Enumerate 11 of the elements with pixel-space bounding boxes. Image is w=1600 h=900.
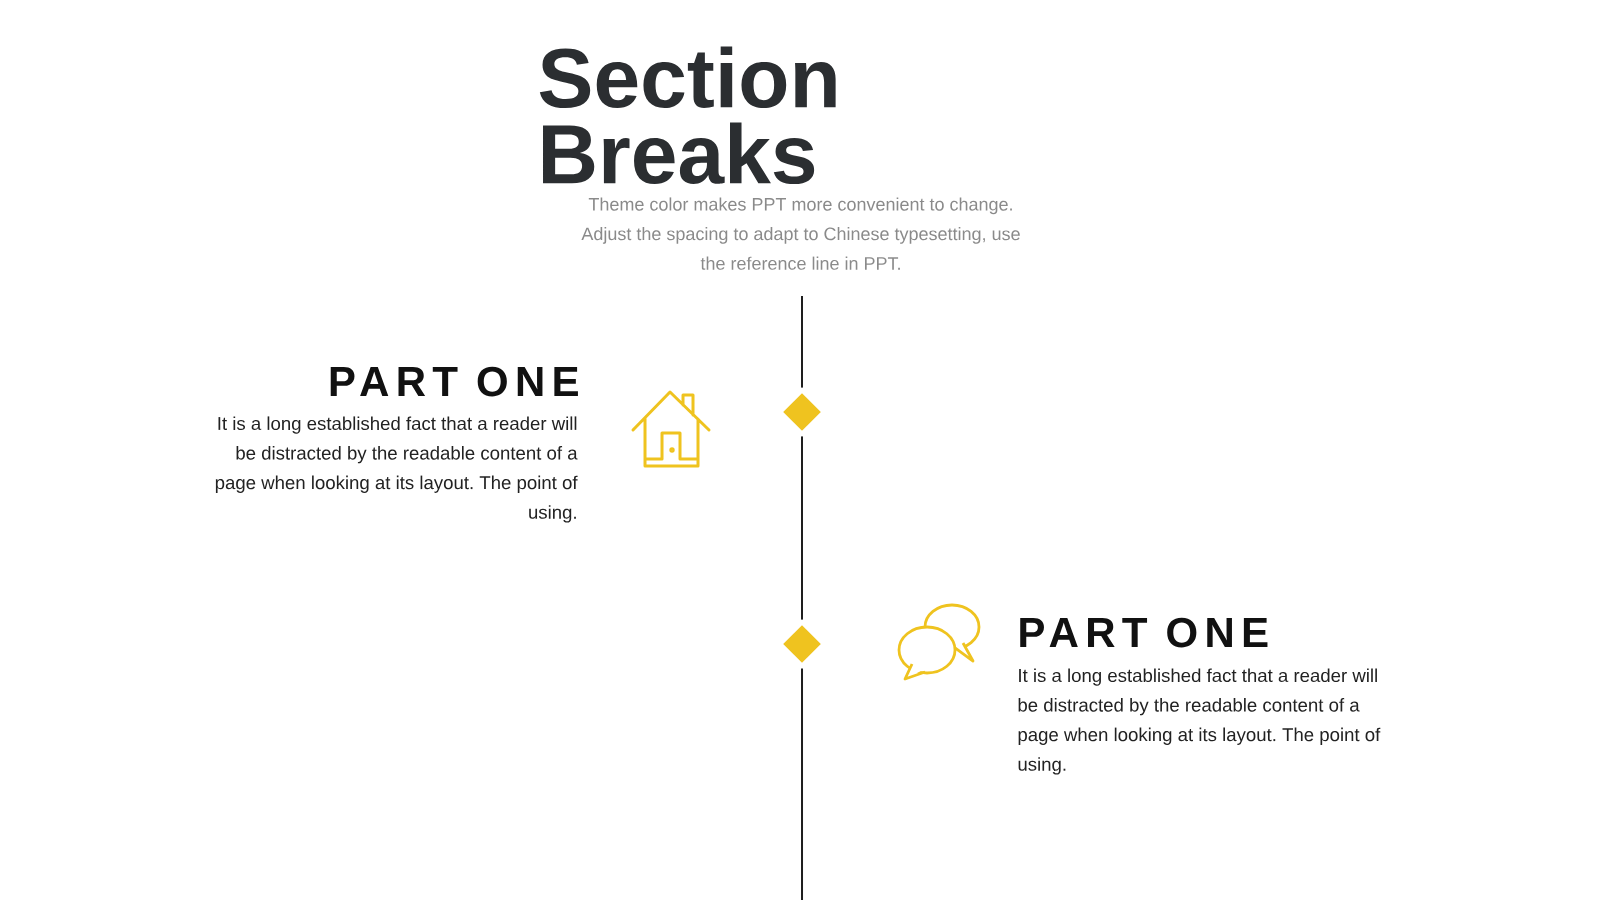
section-heading: PART ONE — [330, 366, 578, 397]
body-text: It is a long established fact that a reader will be distracted by the readable content of a page when looking at its layout. The point of using. — [1018, 668, 1381, 775]
timeline-line — [801, 435, 803, 621]
diamond-marker — [783, 393, 821, 431]
timeline-line — [801, 667, 803, 900]
subtitle: Theme color makes PPT more convenient to change. Adjust the spacing to adapt to Chinese typesetting, use the reference line in PPT. — [581, 197, 1020, 270]
diamond-marker — [783, 625, 821, 663]
timeline-line — [801, 295, 803, 389]
section-heading: PART ONE — [1020, 617, 1268, 648]
body-text: It is a long established fact that a reader will be distracted by the readable content of a page when looking at its layout. The point of using. — [215, 416, 578, 523]
title: Section Breaks — [539, 46, 836, 185]
